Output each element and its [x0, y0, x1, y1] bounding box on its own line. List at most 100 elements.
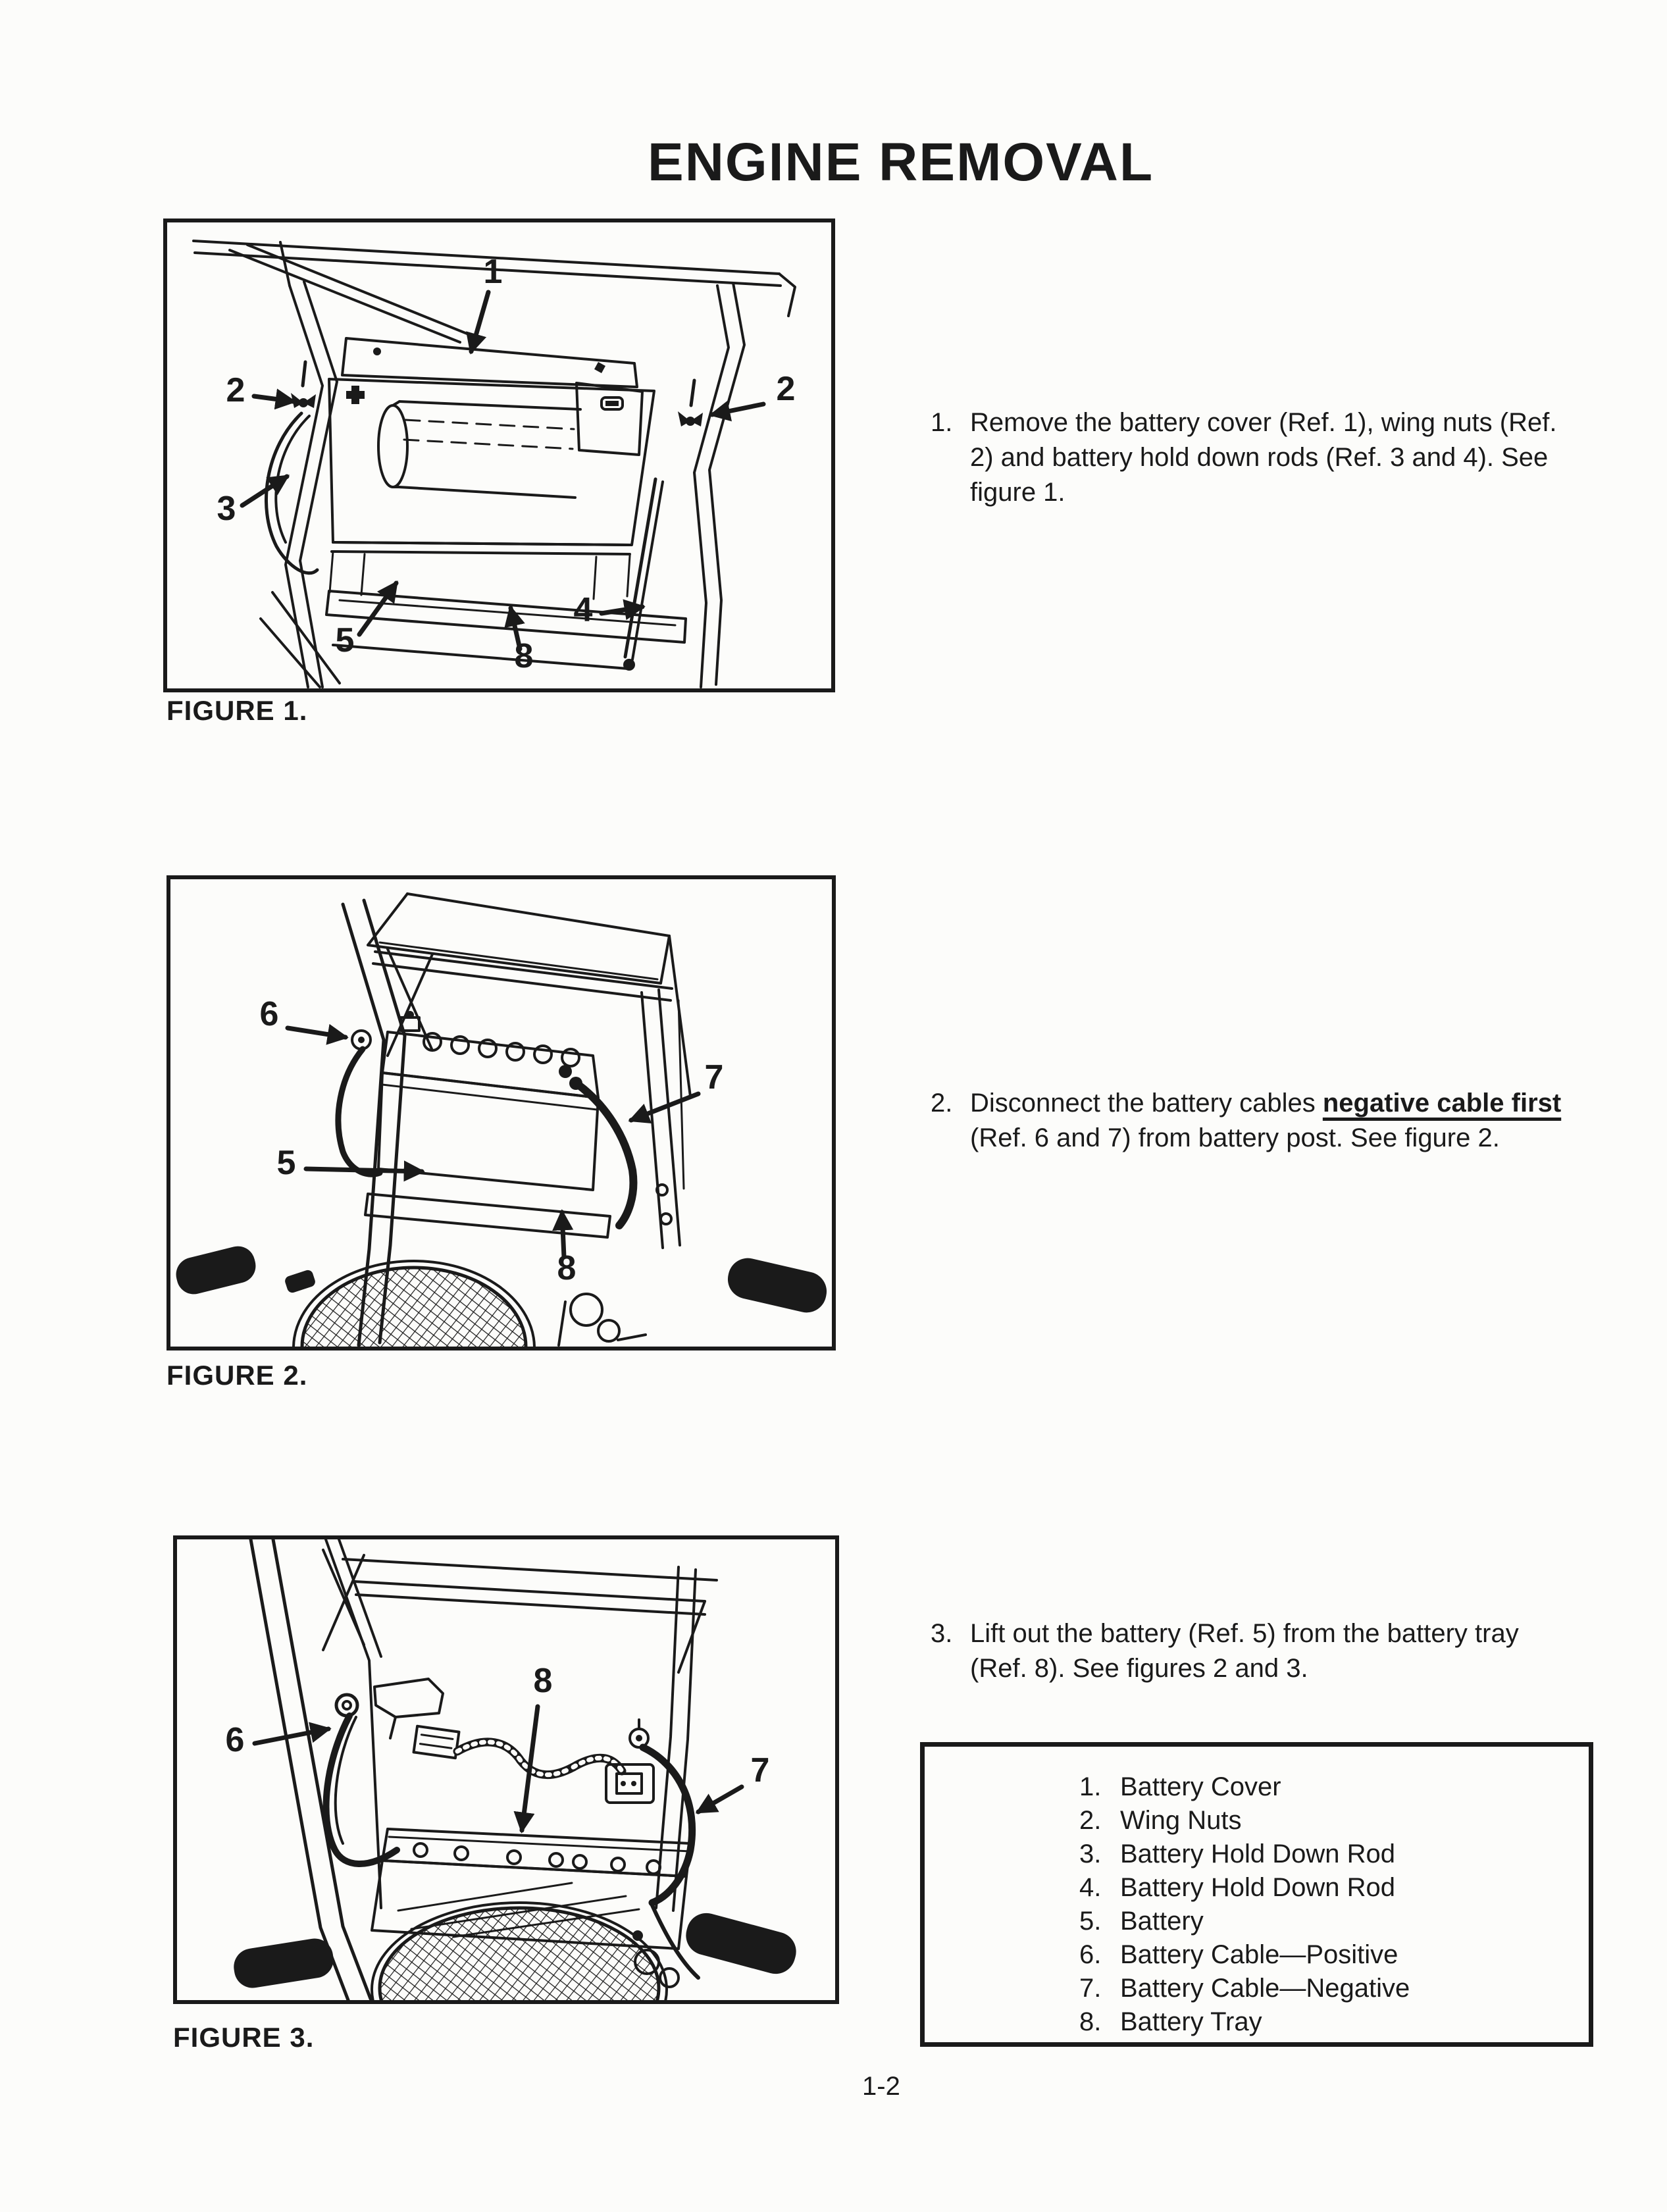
- callout-label: 5: [277, 1144, 296, 1182]
- callout-arrow: [695, 1784, 744, 1814]
- callout-5: 5: [336, 580, 399, 659]
- figure-1-box: 1 2 2 3 4 5 8: [163, 219, 835, 692]
- figure-2-caption: FIGURE 2.: [167, 1360, 308, 1391]
- figure-2-illustration: 6 7 5 8: [176, 892, 827, 1347]
- callout-arrow: [599, 599, 646, 621]
- step-text-line: figure 1.: [970, 478, 1065, 507]
- callout-label: 3: [217, 490, 236, 528]
- part-label: Battery Cable—Negative: [1120, 1974, 1410, 2003]
- part-item: 5. Battery: [925, 1905, 1589, 1938]
- air-cleaner: [371, 1901, 668, 2000]
- callout-4: 4: [574, 591, 646, 629]
- callout-label: 2: [226, 371, 245, 409]
- callout-arrow: [513, 1704, 540, 1834]
- hold-down-rod-left: [265, 411, 319, 575]
- step-text-line: (Ref. 8). See figures 2 and 3.: [970, 1654, 1308, 1683]
- step-text: Remove the battery cover (Ref. 1), wing …: [970, 405, 1615, 510]
- callout-6: 6: [260, 995, 349, 1045]
- callout-2-left: 2: [226, 371, 297, 410]
- callout-arrow: [303, 1160, 425, 1182]
- callout-label: 8: [534, 1662, 553, 1700]
- callout-arrow: [251, 388, 297, 410]
- instruction-step-2: 2. Disconnect the battery cables negativ…: [931, 1086, 1628, 1156]
- step-text-line: Disconnect the battery cables negative c…: [970, 1086, 1628, 1121]
- callout-arrow: [552, 1209, 574, 1260]
- part-item: 2.Wing Nuts: [925, 1804, 1589, 1838]
- battery-tray-drawing: [364, 1193, 611, 1239]
- figure-3-illustration: 6 8 7: [226, 1539, 796, 2000]
- handle-grip-left: [234, 1938, 334, 1988]
- battery-drawing: [328, 550, 631, 600]
- callout-arrow: [357, 580, 399, 637]
- callout-label: 4: [574, 591, 593, 629]
- callout-3: 3: [217, 474, 290, 528]
- part-number: 6.: [1079, 1940, 1102, 1969]
- part-label: Battery Hold Down Rod: [1120, 1873, 1395, 1902]
- part-item: 3.Battery Hold Down Rod: [925, 1838, 1589, 1871]
- callout-1: 1: [466, 253, 503, 355]
- callout-arrow: [628, 1091, 701, 1123]
- callout-label: 7: [751, 1751, 770, 1789]
- callout-arrow: [709, 400, 766, 422]
- part-label: Battery Tray: [1120, 2007, 1262, 2036]
- instruction-step-1: 1. Remove the battery cover (Ref. 1), wi…: [931, 405, 1615, 510]
- step-text: Lift out the battery (Ref. 5) from the b…: [970, 1616, 1628, 1686]
- part-number: 4.: [1079, 1873, 1102, 1902]
- part-label: Battery Cable—Positive: [1120, 1940, 1398, 1969]
- callout-arrow: [240, 474, 290, 508]
- battery-cover-drawing: [328, 337, 655, 555]
- figure-3-caption: FIGURE 3.: [173, 2022, 315, 2053]
- callout-label: 8: [557, 1249, 577, 1287]
- battery-cable-negative: [628, 1718, 696, 1907]
- step-text-line: (Ref. 6 and 7) from battery post. See fi…: [970, 1123, 1500, 1152]
- part-item: 8.Battery Tray: [925, 2005, 1589, 2039]
- step-text: Disconnect the battery cables negative c…: [970, 1086, 1628, 1156]
- callout-label: 6: [226, 1721, 245, 1759]
- callout-8: 8: [513, 1662, 553, 1834]
- step-number: 2.: [931, 1089, 953, 1118]
- battery-cable-positive: [335, 1029, 383, 1177]
- callout-label: 1: [484, 253, 503, 291]
- step-text-emphasis: negative cable first: [1322, 1089, 1562, 1118]
- callout-5: 5: [277, 1144, 425, 1182]
- part-item: 4. Battery Hold Down Rod: [925, 1871, 1589, 1905]
- callout-6: 6: [226, 1721, 332, 1759]
- handle-grip-right: [686, 1913, 796, 1974]
- step-text-segment: Disconnect the battery cables: [970, 1089, 1323, 1118]
- callout-8: 8: [552, 1209, 577, 1287]
- step-text-line: Lift out the battery (Ref. 5) from the b…: [970, 1619, 1519, 1648]
- page-title: ENGINE REMOVAL: [648, 132, 1154, 192]
- callout-arrow: [285, 1023, 349, 1045]
- battery-drawing: [377, 1011, 600, 1191]
- callout-2-right: 2: [709, 370, 796, 422]
- part-item: 1. Battery Cover: [925, 1770, 1589, 1804]
- part-item: 7.Battery Cable—Negative: [925, 1972, 1589, 2005]
- callout-label: 2: [777, 370, 796, 408]
- part-number: 1.: [1079, 1772, 1102, 1801]
- callout-label: 5: [336, 621, 355, 659]
- part-label: Battery Cover: [1120, 1772, 1281, 1801]
- wing-nut-right: [678, 378, 703, 426]
- handle-grip-left: [176, 1246, 256, 1295]
- callout-arrow: [504, 605, 525, 652]
- callout-7: 7: [628, 1058, 723, 1123]
- terminal-boot: [373, 1678, 444, 1739]
- air-cleaner: [285, 1260, 536, 1347]
- step-number: 3.: [931, 1619, 953, 1648]
- callout-label: 6: [260, 995, 279, 1033]
- battery-cable-positive: [322, 1693, 400, 1867]
- part-number: 3.: [1079, 1839, 1102, 1868]
- callout-8: 8: [504, 605, 533, 675]
- parts-legend-box: 1.Battery Cover 2.Wing Nuts 3.Battery Ho…: [920, 1742, 1593, 2047]
- engine-parts: [557, 1293, 647, 1347]
- part-label: Battery: [1120, 1907, 1204, 1936]
- step-number: 1.: [931, 408, 953, 437]
- figure-3-box: 6 8 7: [173, 1535, 839, 2004]
- part-number: 5.: [1079, 1907, 1102, 1936]
- step-text-line: 2) and battery hold down rods (Ref. 3 an…: [970, 443, 1549, 472]
- figure-1-caption: FIGURE 1.: [167, 695, 308, 726]
- callout-7: 7: [695, 1751, 770, 1814]
- battery-cable-negative: [571, 1078, 638, 1229]
- machine-frame: [192, 240, 796, 688]
